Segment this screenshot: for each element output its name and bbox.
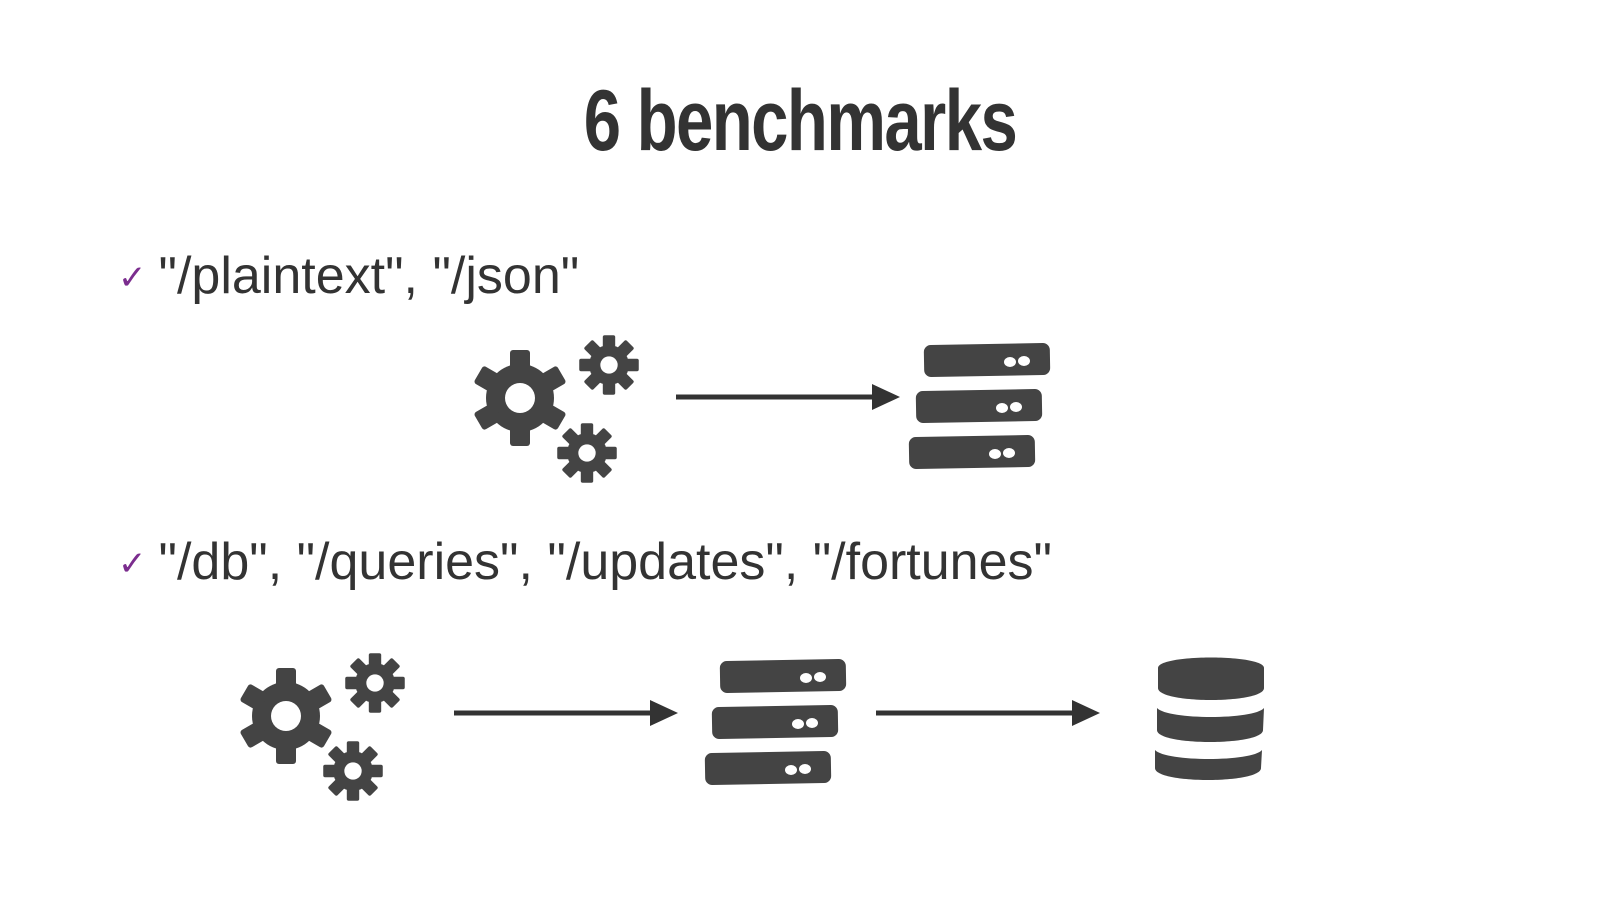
gears-icon (473, 335, 639, 483)
slide-title: 6 benchmarks (583, 73, 1018, 169)
server-icon (908, 343, 1051, 469)
check-icon: ✓ (118, 545, 147, 583)
server-icon (704, 659, 847, 785)
gears-icon (239, 653, 405, 801)
bullet-text: "/db", "/queries", "/updates", "/fortune… (158, 533, 1052, 591)
database-icon (1155, 657, 1264, 780)
bullet-db-queries: ✓ "/db", "/queries", "/updates", "/fortu… (118, 536, 1052, 588)
check-icon: ✓ (118, 259, 147, 297)
arrow-icon (876, 700, 1100, 726)
bullet-text: "/plaintext", "/json" (158, 247, 580, 305)
arrow-icon (676, 384, 900, 410)
bullet-plaintext-json: ✓ "/plaintext", "/json" (118, 250, 579, 302)
arrow-icon (454, 700, 678, 726)
